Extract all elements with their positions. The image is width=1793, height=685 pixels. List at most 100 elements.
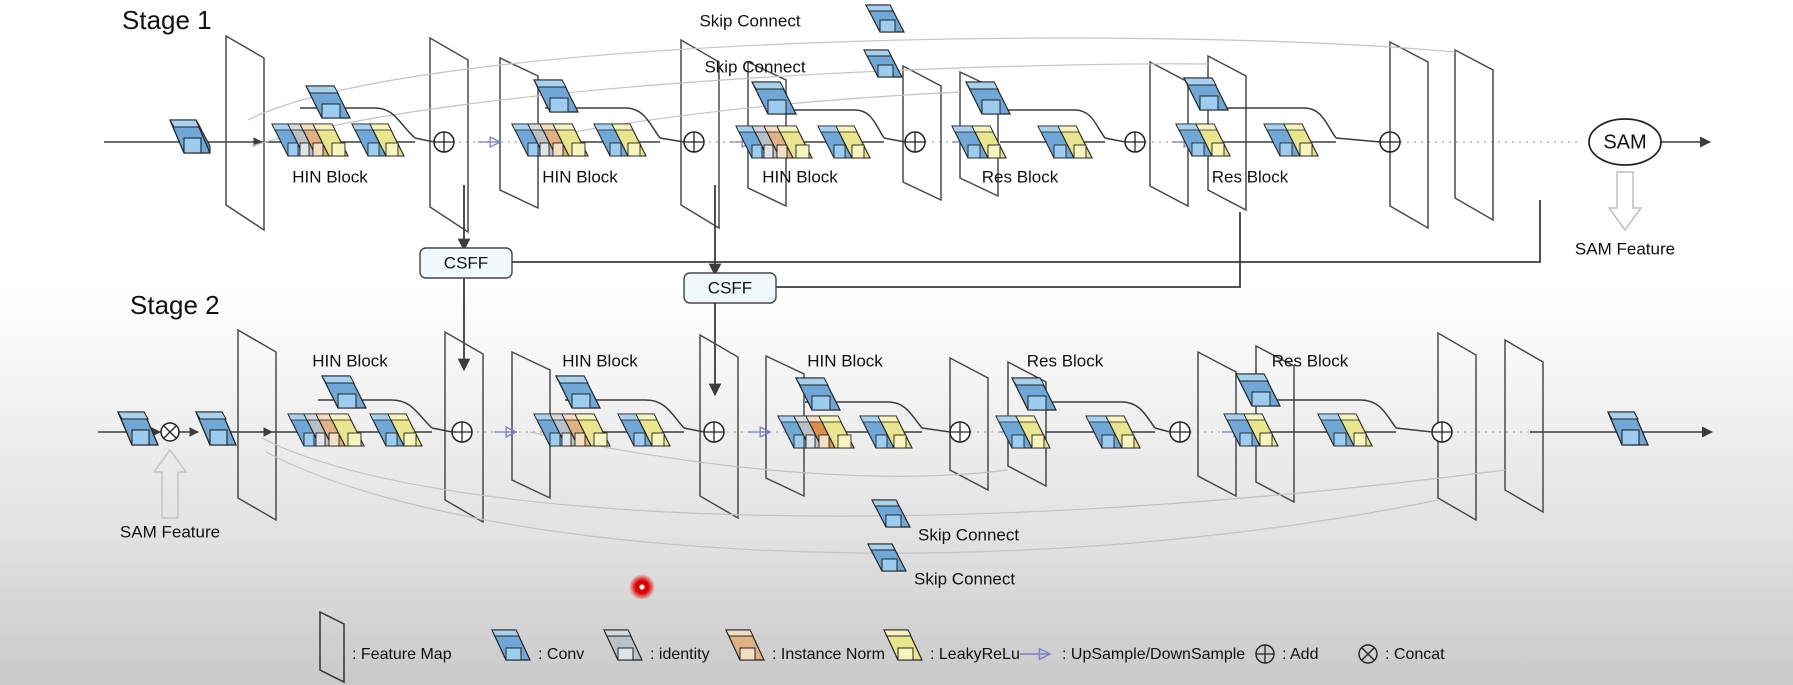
conv-relu-group [1085, 415, 1141, 449]
feature-map [1437, 331, 1477, 522]
block-label: Res Block [1212, 167, 1289, 186]
concat-icon [1358, 644, 1378, 664]
stage1-skip-connect-1: Skip Connect [699, 4, 905, 33]
conv-identity-in-relu-group [287, 413, 365, 447]
legend-label: : Concat [1385, 646, 1445, 663]
csff-box-2[interactable]: CSFF [683, 272, 777, 304]
res-block-1-stage2: Res Block [995, 351, 1191, 449]
hin-block-1-stage1: HIN Block [271, 85, 455, 186]
skip-connect-label: Skip Connect [704, 57, 805, 76]
csff-label: CSFF [708, 278, 752, 297]
conv-identity-in-relu-group [533, 413, 611, 447]
feature-map [429, 36, 469, 234]
stage-2-group: Stage 2 [98, 290, 1714, 588]
conv-relu-group [369, 413, 423, 447]
csff-label: CSFF [444, 253, 488, 272]
conv-relu-group [1175, 123, 1231, 157]
stem-conv-stage1 [169, 119, 211, 154]
conv-bar [965, 81, 1011, 115]
conv-relu-group [1223, 413, 1279, 447]
add-operator [904, 131, 926, 153]
conv-bar [863, 49, 903, 78]
block-label: HIN Block [562, 351, 638, 370]
res-block-2-stage2: Res Block [1223, 351, 1453, 447]
conv-bar [795, 377, 841, 411]
stage-1-title: Stage 1 [122, 5, 212, 35]
block-label: Res Block [1027, 351, 1104, 370]
conv-bar [1235, 373, 1281, 407]
conv-relu-group [817, 125, 871, 159]
stage-2-title: Stage 2 [130, 290, 220, 320]
res-block-2-stage1: Res Block [1175, 77, 1401, 186]
conv-bar [867, 543, 907, 572]
conv-relu-group [593, 123, 647, 157]
feature-map [1504, 338, 1544, 514]
feature-map [237, 328, 277, 522]
feature-map [225, 34, 265, 232]
legend-item-add: : Add [1255, 644, 1318, 664]
block-label: Res Block [982, 167, 1059, 186]
skip-connect-label: Skip Connect [699, 11, 800, 30]
legend-label: : Add [1282, 646, 1318, 663]
conv-relu-group [1263, 123, 1319, 157]
feature-map [902, 64, 942, 202]
tail-conv-stage2 [1607, 411, 1649, 446]
stage2-skip-connect-2: Skip Connect [867, 543, 1015, 588]
feature-map [1149, 60, 1189, 208]
legend-label: : identity [650, 646, 710, 663]
leaky-relu-icon [883, 629, 923, 661]
csff-group: CSFF CSFF [419, 185, 1541, 397]
block-label: HIN Block [762, 167, 838, 186]
legend-item-feature-map: : Feature Map [319, 610, 452, 684]
res-block-1-stage1: Res Block [951, 81, 1146, 186]
add-operator [433, 131, 455, 153]
add-operator [1431, 421, 1453, 443]
legend-label: : Conv [538, 646, 584, 663]
cursor-indicator [629, 574, 655, 600]
conv-bar [321, 375, 367, 409]
conv-relu-group [1317, 413, 1373, 447]
sam-feature-arrow-stage2: SAM Feature [120, 448, 220, 541]
feature-map-icon [319, 610, 345, 684]
legend-item-concat: : Concat [1358, 644, 1445, 664]
conv-bar [533, 79, 579, 113]
conv-identity-in-relu-group [511, 123, 589, 157]
stage2-skip-connect-1: Skip Connect [871, 499, 1019, 544]
sam-module[interactable]: SAM [1588, 118, 1662, 166]
conv-icon [491, 629, 531, 661]
sam-feature-label: SAM Feature [120, 522, 220, 541]
skip-connect-label: Skip Connect [914, 569, 1015, 588]
legend-item-identity: : identity [603, 629, 710, 663]
stage1-skip-connect-2: Skip Connect [704, 49, 903, 78]
hin-block-3-stage1: HIN Block [735, 81, 926, 186]
block-label: HIN Block [292, 167, 368, 186]
conv-bar [871, 499, 911, 528]
csff-2-feedback [724, 212, 1241, 294]
hin-block-1-stage2: HIN Block [287, 351, 473, 447]
csff-box-1[interactable]: CSFF [419, 247, 513, 279]
add-operator [1379, 131, 1401, 153]
feature-map [680, 38, 720, 230]
legend-label: : Feature Map [352, 646, 452, 663]
conv-identity-in-relu-group [735, 125, 813, 159]
conv-relu-group [859, 415, 913, 449]
add-icon [1255, 644, 1275, 664]
feature-map [699, 333, 739, 520]
conv-bar [1183, 77, 1229, 111]
stem-conv-a-stage2 [117, 411, 159, 446]
feature-map [1454, 48, 1494, 222]
hin-block-2-stage1: HIN Block [511, 79, 705, 186]
sam-feature-arrow-stage1: SAM Feature [1575, 171, 1675, 258]
add-operator [683, 131, 705, 153]
conv-identity-in-relu-group [271, 123, 349, 157]
add-operator [1124, 131, 1146, 153]
identity-icon [603, 629, 643, 661]
conv-bar [555, 375, 601, 409]
conv-bar [305, 85, 351, 119]
sam-feature-label: SAM Feature [1575, 239, 1675, 258]
sam-label: SAM [1603, 131, 1646, 153]
concat-operator [160, 422, 180, 442]
conv-relu-group [951, 125, 1007, 159]
